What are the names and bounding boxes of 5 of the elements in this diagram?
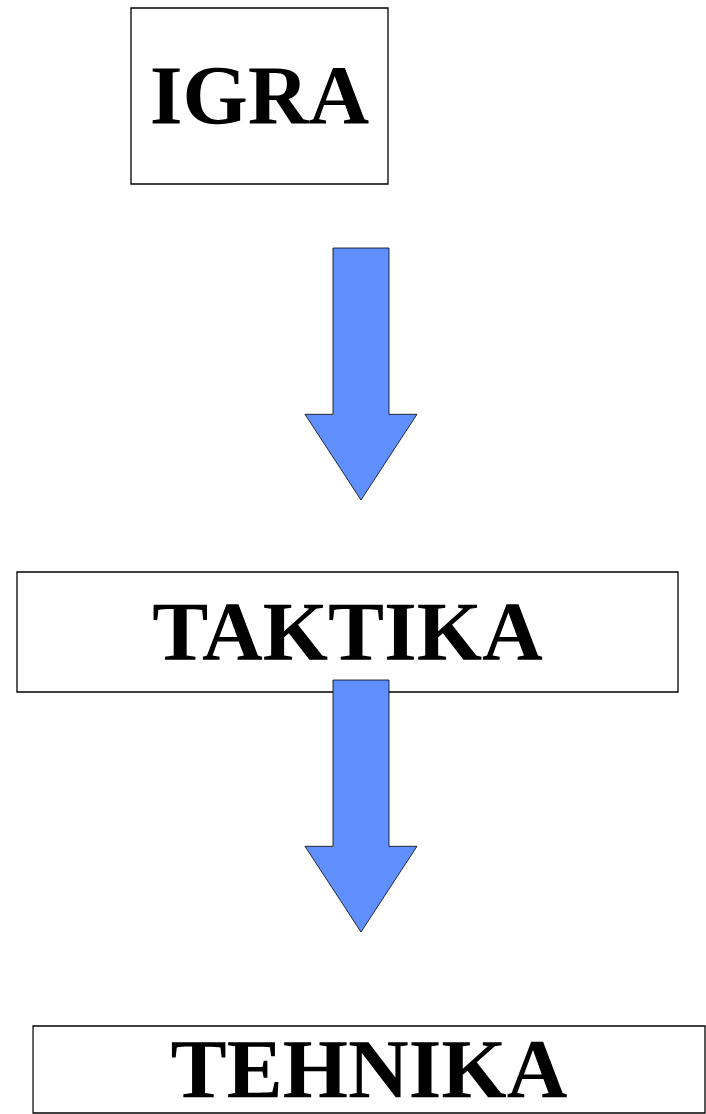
text-box: TEHNIKA (32, 1025, 706, 1114)
text-box: IGRA (130, 7, 389, 185)
block-arrow (304, 679, 418, 933)
block-arrow (304, 247, 418, 501)
text-box: TAKTIKA (16, 571, 679, 693)
